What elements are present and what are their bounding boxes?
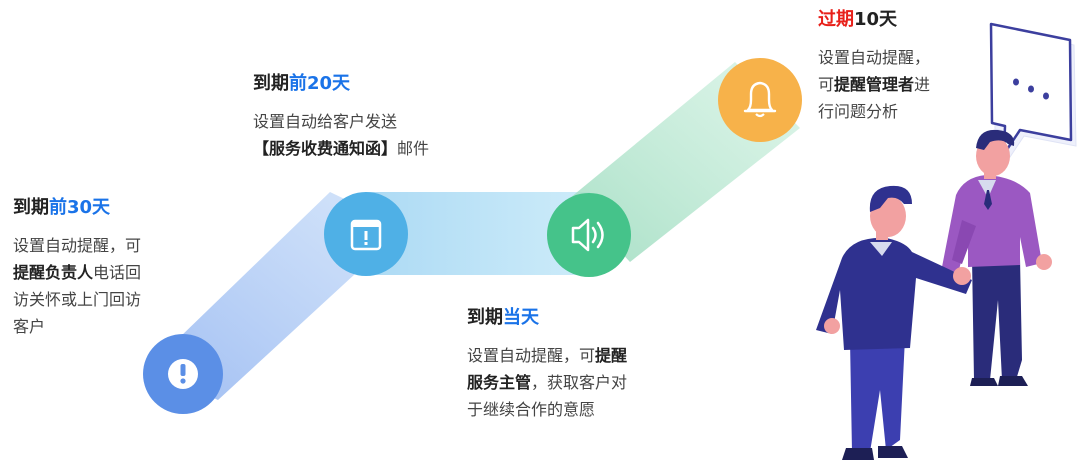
stage-4-description: 设置自动提醒， 可提醒管理者进 行问题分析 bbox=[818, 44, 988, 125]
stage-1-line-2: 提醒负责人电话回 bbox=[13, 259, 178, 286]
stage-3-title: 到期当天 bbox=[467, 306, 697, 330]
man-manager-illustration bbox=[942, 129, 1052, 386]
stage-3-title-highlight: 当天 bbox=[503, 307, 539, 328]
stage-2-title-prefix: 到期 bbox=[253, 73, 289, 94]
text-run: 设置自动给客户发送 bbox=[253, 112, 398, 131]
stage-4-line-2: 可提醒管理者进 bbox=[818, 71, 988, 98]
stage-2-line-2: 【服务收费通知函】邮件 bbox=[253, 135, 513, 162]
stage-3-line-1: 设置自动提醒，可提醒 bbox=[467, 342, 697, 369]
text-run: 于继续合作的意愿 bbox=[467, 400, 596, 419]
text-run: 电话回 bbox=[93, 263, 142, 282]
text-run: 客户 bbox=[13, 317, 46, 336]
stage-2-title-highlight: 前20天 bbox=[289, 73, 351, 94]
stage-2-title: 到期前20天 bbox=[253, 72, 513, 96]
stage-1-title-prefix: 到期 bbox=[13, 197, 49, 218]
text-run: 访关怀或上门回访 bbox=[13, 290, 142, 309]
stage-3-title-prefix: 到期 bbox=[467, 307, 503, 328]
bell-icon bbox=[743, 81, 777, 118]
band-segment-2 bbox=[365, 192, 590, 275]
speaker-icon bbox=[571, 218, 604, 252]
stage-2-text: 到期前20天 设置自动给客户发送 【服务收费通知函】邮件 bbox=[253, 72, 513, 162]
stage-node-3 bbox=[547, 193, 631, 277]
man-staff-illustration bbox=[816, 185, 972, 460]
stage-4-text: 过期10天 设置自动提醒， 可提醒管理者进 行问题分析 bbox=[818, 8, 988, 125]
text-run: 设置自动提醒，可 bbox=[467, 346, 596, 365]
text-run-bold: 服务主管 bbox=[467, 373, 532, 392]
text-run-bold: 提醒 bbox=[595, 346, 628, 365]
text-run: 设置自动提醒， bbox=[818, 48, 931, 67]
speech-bubble-icon bbox=[989, 22, 1077, 162]
stage-1-description: 设置自动提醒，可 提醒负责人电话回 访关怀或上门回访 客户 bbox=[13, 232, 178, 340]
stage-1-title: 到期前30天 bbox=[13, 196, 178, 220]
text-run-bold: 提醒负责人 bbox=[13, 263, 94, 282]
stage-4-title-prefix: 过期 bbox=[818, 9, 854, 30]
stage-4-title: 过期10天 bbox=[818, 8, 988, 32]
text-run: 邮件 bbox=[397, 139, 430, 158]
exclamation-icon bbox=[168, 359, 198, 389]
stage-1-title-highlight: 前30天 bbox=[49, 197, 111, 218]
text-run-bold: 【服务收费通知函】 bbox=[253, 139, 398, 158]
stage-3-line-3: 于继续合作的意愿 bbox=[467, 396, 697, 423]
calendar-alert-icon bbox=[350, 219, 382, 251]
stage-3-line-2: 服务主管，获取客户对 bbox=[467, 369, 697, 396]
stage-node-4 bbox=[718, 58, 802, 142]
text-run: 设置自动提醒，可 bbox=[13, 236, 142, 255]
stage-2-description: 设置自动给客户发送 【服务收费通知函】邮件 bbox=[253, 108, 513, 162]
stage-1-line-3: 访关怀或上门回访 bbox=[13, 286, 178, 313]
text-run: ，获取客户对 bbox=[531, 373, 628, 392]
stage-node-1 bbox=[143, 334, 223, 414]
stage-2-line-1: 设置自动给客户发送 bbox=[253, 108, 513, 135]
stage-node-2 bbox=[324, 192, 408, 276]
stage-1-text: 到期前30天 设置自动提醒，可 提醒负责人电话回 访关怀或上门回访 客户 bbox=[13, 196, 178, 340]
text-run: 行问题分析 bbox=[818, 102, 899, 121]
text-run: 进 bbox=[914, 75, 931, 94]
stage-1-line-1: 设置自动提醒，可 bbox=[13, 232, 178, 259]
text-run-bold: 提醒管理者 bbox=[834, 75, 915, 94]
stage-4-line-3: 行问题分析 bbox=[818, 98, 988, 125]
stage-4-line-1: 设置自动提醒， bbox=[818, 44, 988, 71]
stage-4-title-highlight: 10天 bbox=[854, 9, 898, 30]
stage-3-text: 到期当天 设置自动提醒，可提醒 服务主管，获取客户对 于继续合作的意愿 bbox=[467, 306, 697, 423]
stage-1-line-4: 客户 bbox=[13, 313, 178, 340]
text-run: 可 bbox=[818, 75, 835, 94]
stage-3-description: 设置自动提醒，可提醒 服务主管，获取客户对 于继续合作的意愿 bbox=[467, 342, 697, 423]
